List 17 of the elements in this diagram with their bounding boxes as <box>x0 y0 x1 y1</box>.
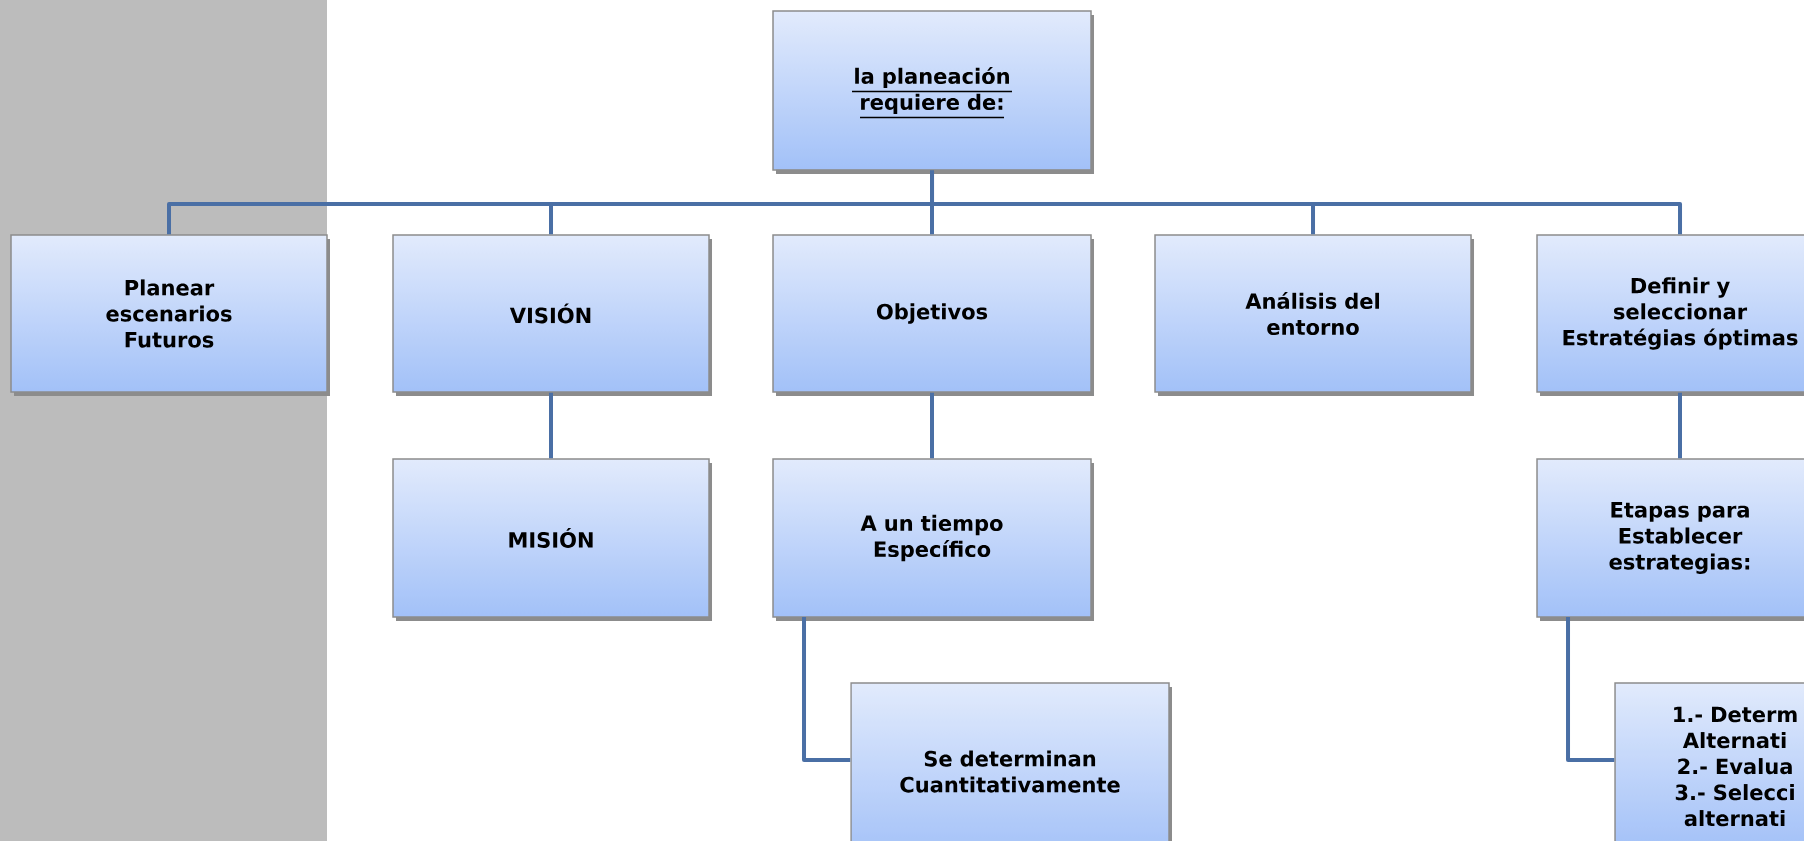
connector-line <box>1678 392 1682 459</box>
process-box: MISIÓN <box>392 458 712 621</box>
connector-line <box>1566 617 1615 762</box>
process-box: A un tiempo Específico <box>772 458 1094 621</box>
process-box: VISIÓN <box>392 234 712 396</box>
connector-line <box>802 617 851 762</box>
process-box: 1.- Determ Alternati 2.- Evalua 3.- Selecci alternati <box>1614 682 1804 841</box>
process-box: Definir y seleccionar Estratégias óptimas <box>1536 234 1804 396</box>
connector-line <box>930 392 934 459</box>
connector-line <box>549 392 553 459</box>
process-box: Etapas para Establecer estrategias: <box>1536 458 1804 621</box>
process-box: Objetivos <box>772 234 1094 396</box>
connector-line <box>930 170 1682 235</box>
process-box: Se determinan Cuantitativamente <box>850 682 1172 841</box>
process-box: la planeación requiere de: <box>772 10 1094 174</box>
process-box: Análisis del entorno <box>1154 234 1474 396</box>
process-box: Planear escenarios Futuros <box>10 234 330 396</box>
